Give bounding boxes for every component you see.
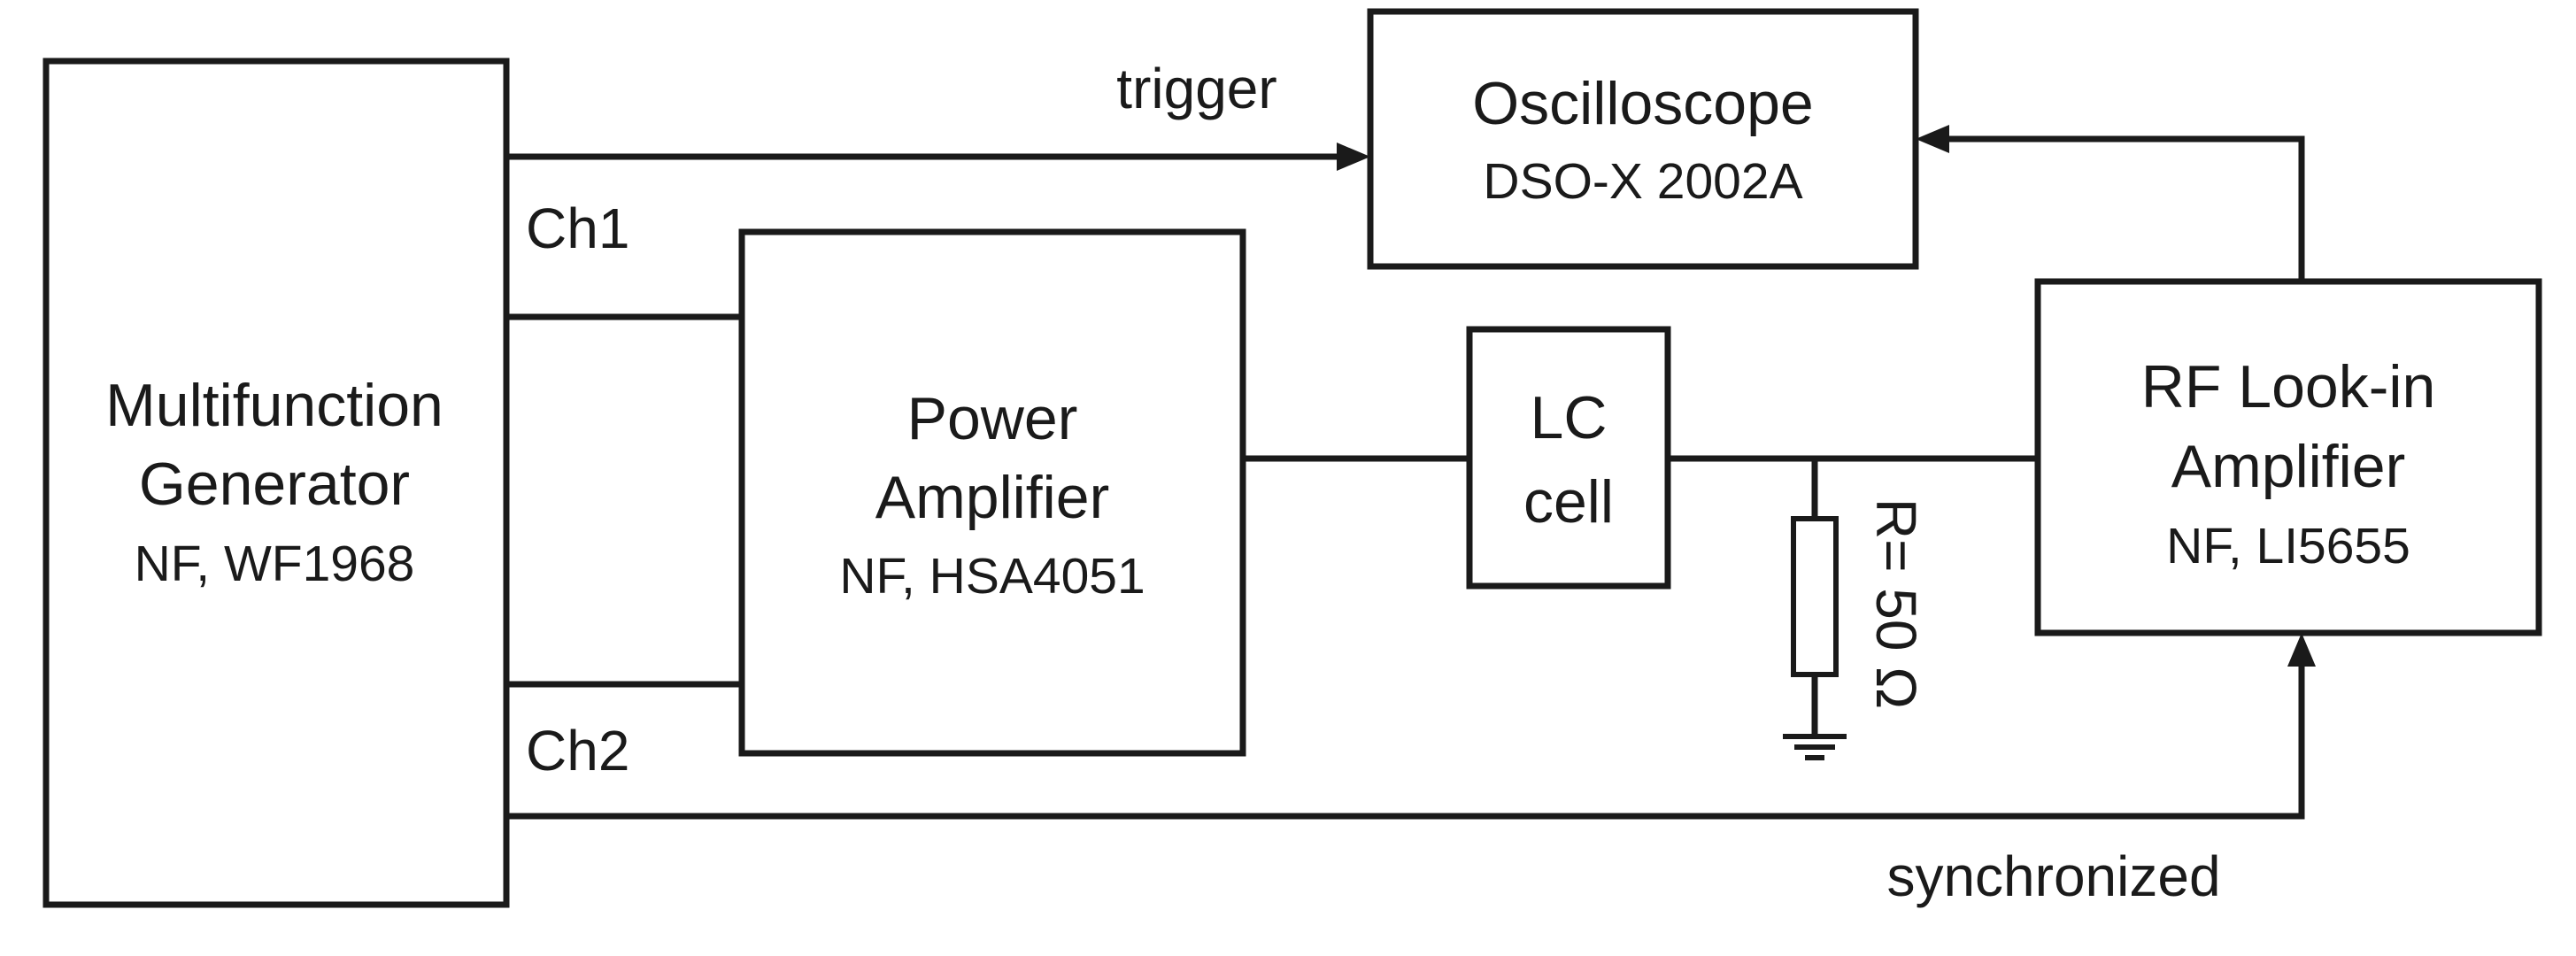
- ch2-label: Ch2: [526, 719, 629, 783]
- synchronized-label: synchronized: [1886, 844, 2220, 908]
- power-amplifier-title-line1: Power: [907, 385, 1078, 452]
- trigger-arrowhead: [1337, 143, 1370, 171]
- power-amplifier-title-line2: Amplifier: [875, 464, 1110, 531]
- lockin-to-scope-wire: [1946, 135, 2305, 281]
- oscilloscope-title: Oscilloscope: [1472, 70, 1814, 137]
- lockin-model: NF, LI5655: [2166, 518, 2410, 574]
- lockin-title-line2: Amplifier: [2171, 433, 2406, 500]
- oscilloscope-block: Oscilloscope DSO-X 2002A: [1367, 8, 1919, 270]
- trigger-label: trigger: [1116, 57, 1276, 120]
- lockin-title-line1: RF Look-in: [2141, 353, 2436, 420]
- lc-cell-line1: LC: [1531, 384, 1608, 451]
- lc-cell-block: LC cell: [1466, 326, 1671, 590]
- generator-block: Multifunction Generator NF, WF1968: [42, 58, 510, 908]
- lockin-to-scope-arrowhead: [1916, 125, 1949, 153]
- generator-model: NF, WF1968: [135, 536, 415, 592]
- lc-cell-line2: cell: [1523, 468, 1614, 536]
- sync-wire: [506, 662, 2305, 820]
- ground-icon: [1783, 734, 1847, 760]
- oscilloscope-model: DSO-X 2002A: [1483, 153, 1802, 210]
- power-amplifier-block: Power Amplifier NF, HSA4051: [738, 228, 1246, 757]
- sync-arrowhead: [2287, 633, 2316, 667]
- resistor-value-label: R= 50 Ω: [1864, 498, 1928, 709]
- generator-title-line2: Generator: [139, 451, 410, 518]
- resistor-symbol: [1791, 516, 1839, 677]
- ch1-label: Ch1: [526, 197, 629, 260]
- generator-title-line1: Multifunction: [105, 372, 443, 439]
- lockin-amplifier-block: RF Look-in Amplifier NF, LI5655: [2034, 278, 2542, 636]
- power-amplifier-model: NF, HSA4051: [839, 548, 1145, 605]
